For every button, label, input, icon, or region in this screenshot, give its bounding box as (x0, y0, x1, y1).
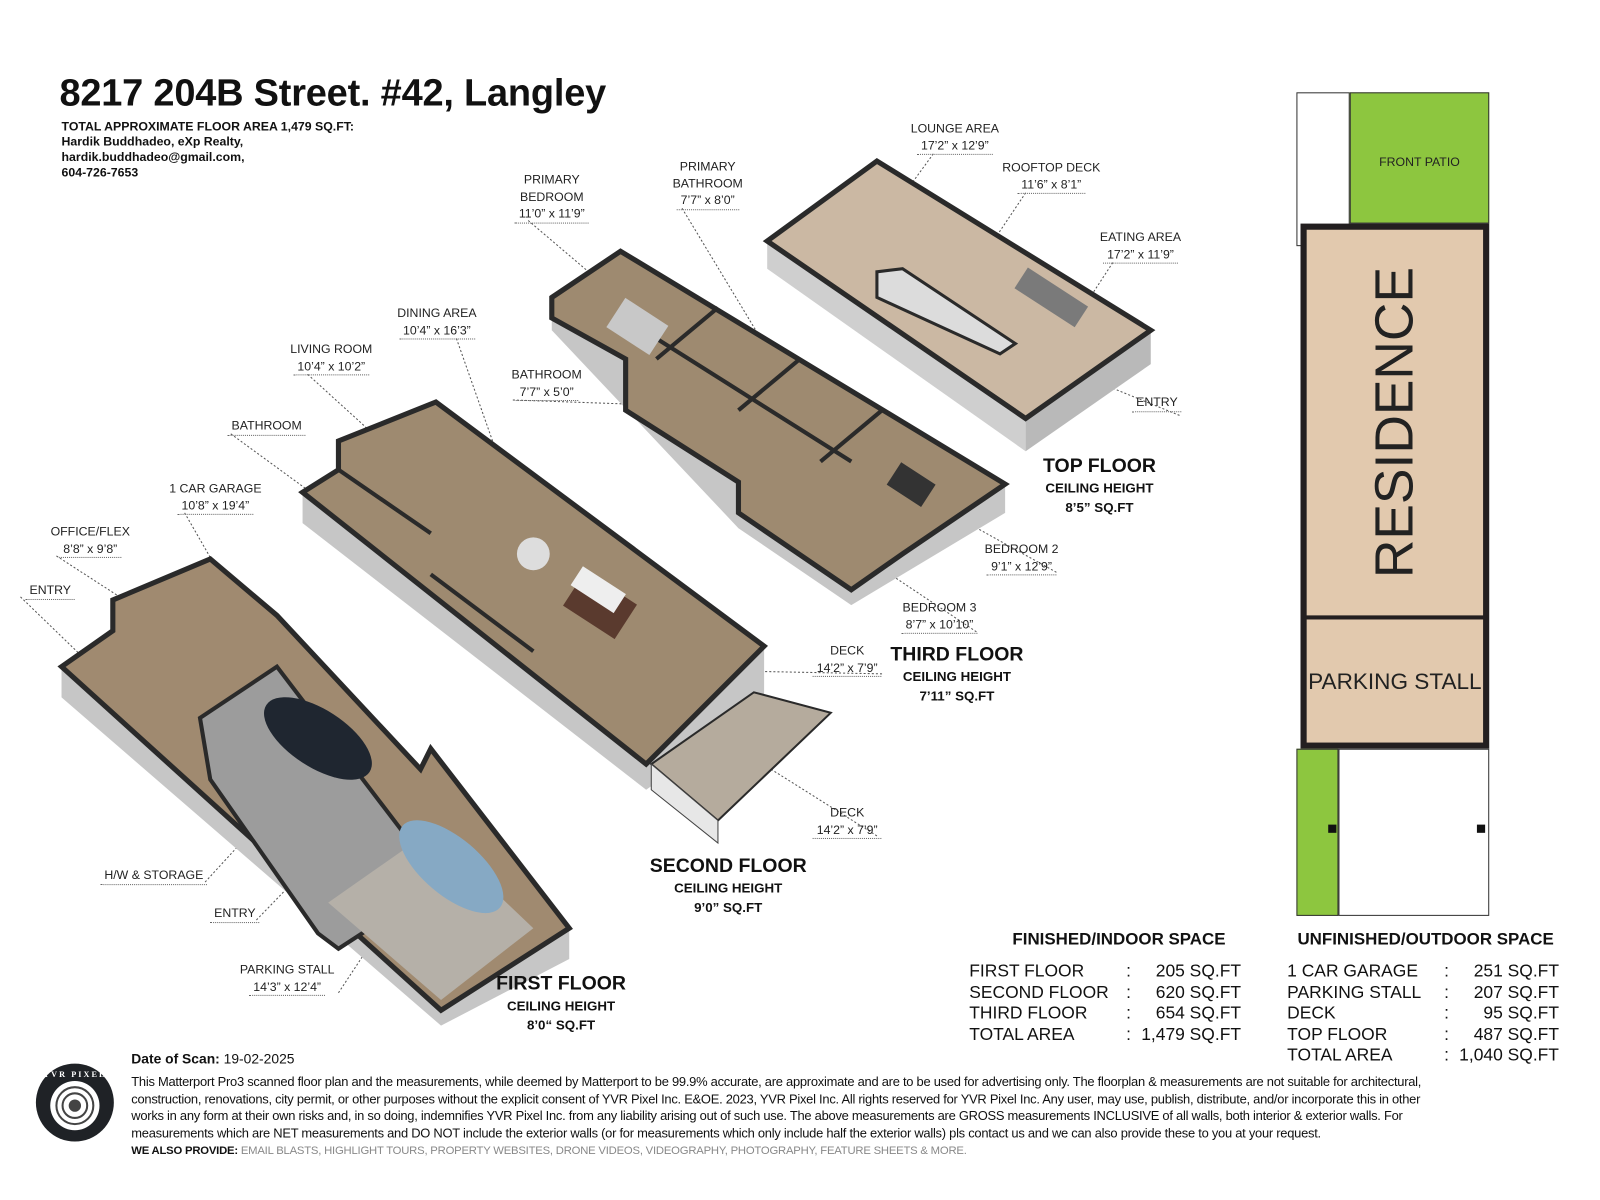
area-label: SECOND FLOOR (969, 982, 1109, 1002)
area-value: 1,479 SQ.FT (1141, 1024, 1242, 1044)
third-floor-plan (549, 248, 1010, 606)
separator: : (1444, 1045, 1449, 1065)
separator: : (1126, 1003, 1132, 1023)
area-row: 1 CAR GARAGE: 251 SQ.FT (1287, 961, 1559, 982)
top-floor-plan (762, 157, 1156, 452)
disclaimer-line: This Matterport Pro3 scanned floor plan … (131, 1074, 1422, 1090)
area-value: 95 SQ.FT (1483, 1003, 1559, 1023)
separator: : (1126, 1024, 1132, 1044)
front-patio-area: FRONT PATIO (1349, 92, 1490, 224)
separator: : (1444, 1003, 1449, 1023)
area-label: DECK (1287, 1003, 1336, 1023)
separator: : (1444, 1024, 1449, 1044)
parking-stall-area: PARKING STALL (1306, 619, 1484, 743)
area-value: 1,040 SQ.FT (1459, 1045, 1559, 1065)
area-label: TOP FLOOR (1287, 1024, 1388, 1044)
area-row: SECOND FLOOR: 620 SQ.FT (969, 982, 1241, 1003)
area-row: TOTAL AREA:1,479 SQ.FT (969, 1024, 1241, 1045)
area-label: FIRST FLOOR (969, 961, 1085, 981)
room-label-bathroom-second: BATHROOM (227, 417, 306, 436)
yvr-pixel-logo: YVR PIXEL (35, 1063, 114, 1142)
area-row: FIRST FLOOR: 205 SQ.FT (969, 961, 1241, 982)
date-of-scan: Date of Scan: 19-02-2025 (131, 1051, 295, 1067)
area-value: 205 SQ.FT (1155, 961, 1242, 981)
agent-email: hardik.buddhadeo@gmail.com, (61, 149, 245, 165)
area-label: TOTAL AREA (1287, 1045, 1393, 1065)
area-row: DECK: 95 SQ.FT (1287, 1003, 1559, 1024)
area-label: PARKING STALL (1287, 982, 1422, 1002)
area-row: PARKING STALL: 207 SQ.FT (1287, 982, 1559, 1003)
separator: : (1444, 982, 1449, 1002)
services-line: WE ALSO PROVIDE: EMAIL BLASTS, HIGHLIGHT… (131, 1144, 967, 1157)
second-floor-plan (298, 399, 833, 845)
separator: : (1126, 961, 1132, 981)
unfinished-space-heading: UNFINISHED/OUTDOOR SPACE (1297, 930, 1554, 949)
room-label-entry-garage: ENTRY (210, 905, 260, 923)
area-row: TOTAL AREA:1,040 SQ.FT (1287, 1045, 1559, 1066)
property-address-title: 8217 204B Street. #42, Langley (59, 71, 607, 114)
svg-text:YVR PIXEL: YVR PIXEL (43, 1070, 106, 1079)
area-row: TOP FLOOR: 487 SQ.FT (1287, 1024, 1559, 1045)
room-label-hw-storage: H/W & STORAGE (100, 867, 208, 885)
agent-phone: 604-726-7653 (61, 165, 139, 180)
room-label-entry-top: ENTRY (1132, 394, 1182, 412)
area-row: THIRD FLOOR: 654 SQ.FT (969, 1003, 1241, 1024)
site-plan: FRONT PATIO RESIDENCE PARKING STALL (1296, 92, 1490, 916)
residence-area: RESIDENCE (1306, 229, 1484, 616)
area-label: THIRD FLOOR (969, 1003, 1088, 1023)
agent-name: Hardik Buddhadeo, eXp Realty, (61, 134, 244, 149)
total-area-text: TOTAL APPROXIMATE FLOOR AREA 1,479 SQ.FT… (61, 118, 354, 134)
disclaimer-line: measurements which are NET measurements … (131, 1125, 1321, 1140)
finished-space-heading: FINISHED/INDOOR SPACE (1012, 930, 1226, 949)
disclaimer-line: works in any form at their own risks and… (131, 1108, 1403, 1124)
area-value: 487 SQ.FT (1473, 1024, 1559, 1044)
separator: : (1126, 982, 1132, 1002)
area-value: 654 SQ.FT (1155, 1003, 1242, 1023)
first-floor-plan (57, 556, 573, 1026)
room-label-entry-first: ENTRY (25, 582, 76, 600)
area-label: 1 CAR GARAGE (1287, 961, 1418, 981)
area-value: 207 SQ.FT (1473, 982, 1559, 1002)
area-value: 251 SQ.FT (1473, 961, 1559, 981)
area-label: TOTAL AREA (969, 1024, 1075, 1044)
area-value: 620 SQ.FT (1155, 982, 1242, 1002)
separator: : (1444, 961, 1449, 981)
disclaimer-line: construction, renovations, city permit, … (131, 1091, 1421, 1107)
